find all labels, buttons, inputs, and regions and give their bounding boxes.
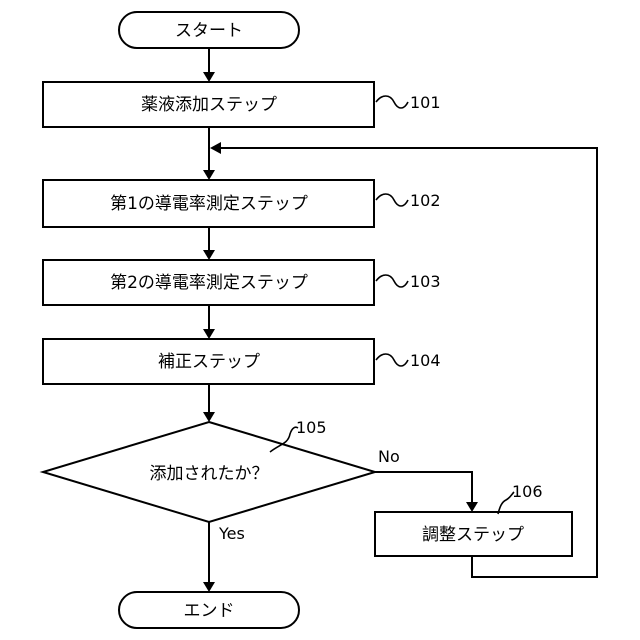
step-label-104: 補正ステップ — [158, 352, 260, 372]
no-branch-label: No — [378, 447, 400, 466]
ref-leader-101 — [376, 96, 408, 108]
ref-number-101: 101 — [410, 93, 441, 112]
ref-leader-104 — [376, 354, 408, 366]
step-label-103: 第2の導電率測定ステップ — [110, 273, 308, 293]
ref-leader-102 — [376, 194, 408, 206]
ref-number-104: 104 — [410, 351, 441, 370]
yes-branch-label: Yes — [218, 524, 245, 543]
step-label-101: 薬液添加ステップ — [141, 95, 277, 115]
ref-number-102: 102 — [410, 191, 441, 210]
ref-number-106: 106 — [512, 482, 543, 501]
step-label-102: 第1の導電率測定ステップ — [110, 194, 308, 214]
ref-number-103: 103 — [410, 272, 441, 291]
ref-leader-103 — [376, 275, 408, 287]
start-label: スタート — [175, 21, 243, 41]
step-label-106: 調整ステップ — [422, 525, 524, 545]
connectors — [203, 48, 597, 592]
ref-number-105: 105 — [296, 418, 327, 437]
decision-label: 添加されたか？ — [150, 464, 269, 484]
end-label: エンド — [184, 601, 235, 621]
